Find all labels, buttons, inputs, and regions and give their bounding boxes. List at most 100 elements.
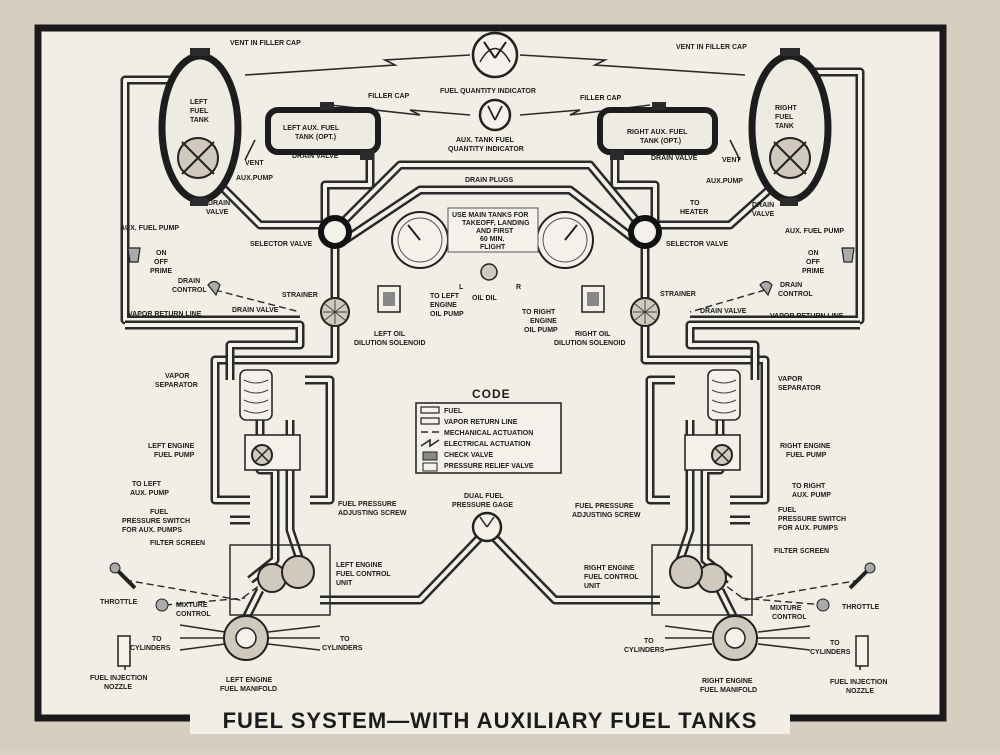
label-left-oil-sol-1: LEFT OIL (374, 331, 406, 338)
label-left-aux-1: LEFT AUX. FUEL (283, 125, 340, 132)
label-lefcu-2: FUEL CONTROL (336, 571, 391, 578)
legend-symbols (420, 406, 440, 472)
right-throttle-lever[interactable] (848, 562, 876, 590)
label-to-right-oil-2: ENGINE (530, 318, 557, 325)
left-throttle-lever[interactable] (109, 562, 137, 590)
label-vent-filler-left: VENT IN FILLER CAP (230, 40, 301, 47)
label-throttle-right: THROTTLE (842, 604, 880, 611)
label-fps-left-2: PRESSURE SWITCH (122, 518, 190, 525)
label-vapor-sep-right-2: SEPARATOR (778, 385, 821, 392)
label-left-tank-3: TANK (190, 117, 209, 124)
label-aux-qty-1: AUX. TANK FUEL (456, 137, 515, 144)
label-placard-3: AND FIRST (476, 228, 514, 235)
label-to-heater-2: HEATER (680, 209, 708, 216)
left-fuel-manifold (223, 615, 269, 661)
code-legend: CODE FUEL VAPOR RETURN LINE MECHANICAL A… (415, 387, 562, 474)
right-fuel-control-unit (651, 544, 753, 616)
right-drain-control-knob[interactable] (759, 280, 773, 297)
page-title: FUEL SYSTEM—WITH AUXILIARY FUEL TANKS (223, 708, 758, 733)
legend-item-mechanical: MECHANICAL ACTUATION (444, 430, 533, 437)
left-drain-control-knob[interactable] (207, 280, 221, 297)
label-oil-r: R (516, 284, 521, 291)
label-to-cyl-l1a: TO (152, 636, 162, 643)
label-mixture-right-1: MIXTURE (770, 605, 802, 612)
diagram-title: FUEL SYSTEM—WITH AUXILIARY FUEL TANKS (190, 706, 790, 734)
legend-item-vapor-return: VAPOR RETURN LINE (444, 419, 518, 426)
right-selector-valve[interactable] (628, 215, 662, 249)
label-fpa-right-1: FUEL PRESSURE (575, 503, 634, 510)
label-fps-left-1: FUEL (150, 509, 169, 516)
label-fuel-qty: FUEL QUANTITY INDICATOR (440, 88, 536, 95)
label-filter-right: FILTER SCREEN (774, 548, 829, 555)
label-selector-right: SELECTOR VALVE (666, 241, 729, 248)
label-to-right-aux-1: TO RIGHT (792, 483, 826, 490)
label-left-tank-1: LEFT (190, 99, 208, 106)
left-fuel-gauge (391, 211, 449, 269)
label-drain-control-left-1: DRAIN (178, 278, 200, 285)
label-to-right-oil-3: OIL PUMP (524, 327, 558, 334)
left-selector-valve[interactable] (318, 215, 352, 249)
label-fps-left-3: FOR AUX. PUMPS (122, 527, 182, 534)
label-placard-1: USE MAIN TANKS FOR (452, 212, 528, 219)
right-aux-pump-switch[interactable] (841, 247, 855, 263)
label-manifold-right-1: RIGHT ENGINE (702, 678, 753, 685)
label-drain-control-right-2: CONTROL (778, 291, 813, 298)
label-manifold-right-2: FUEL MANIFOLD (700, 687, 757, 694)
left-main-tank (158, 48, 242, 206)
left-fuel-control-unit (229, 544, 331, 616)
label-left-tank-2: FUEL (190, 108, 209, 115)
label-to-heater-1: TO (690, 200, 700, 207)
aux-tank-fuel-quantity-indicator (478, 98, 512, 132)
label-aux-fuel-pump-right: AUX. FUEL PUMP (785, 228, 844, 235)
right-fuel-injection-nozzle (855, 635, 869, 667)
label-manifold-left-1: LEFT ENGINE (226, 677, 273, 684)
left-aux-pump-switch[interactable] (127, 247, 141, 263)
right-aux-tank (597, 102, 718, 160)
label-vapor-sep-left-2: SEPARATOR (155, 382, 198, 389)
label-to-left-oil-3: OIL PUMP (430, 311, 464, 318)
label-mixture-left-1: MIXTURE (176, 602, 208, 609)
label-nozzle-left-2: NOZZLE (104, 684, 132, 691)
label-drain-tank-right-2: VALVE (752, 211, 775, 218)
label-vapor-return-left: VAPOR RETURN LINE (128, 311, 202, 318)
label-fps-right-1: FUEL (778, 507, 797, 514)
label-strainer-right: STRAINER (660, 291, 696, 298)
label-refcu-2: FUEL CONTROL (584, 574, 639, 581)
label-mixture-left-2: CONTROL (176, 611, 211, 618)
label-fpa-left-2: ADJUSTING SCREW (338, 510, 407, 517)
label-right-aux-1: RIGHT AUX. FUEL (627, 129, 688, 136)
label-manifold-left-2: FUEL MANIFOLD (220, 686, 277, 693)
right-oil-dilution-solenoid (581, 285, 605, 313)
label-right-aux-2: TANK (OPT.) (640, 138, 681, 145)
label-right-oil-sol-2: DILUTION SOLENOID (554, 340, 626, 347)
label-nozzle-right-2: NOZZLE (846, 688, 874, 695)
label-throttle-left: THROTTLE (100, 599, 138, 606)
label-aux-pump-left: AUX.PUMP (236, 175, 273, 182)
label-to-cyl-r2a: TO (830, 640, 840, 647)
legend-item-electrical: ELECTRICAL ACTUATION (444, 441, 531, 448)
label-fps-right-2: PRESSURE SWITCH (778, 516, 846, 523)
left-oil-dilution-solenoid (377, 285, 401, 313)
left-vapor-separator (239, 369, 273, 421)
label-fpa-left-1: FUEL PRESSURE (338, 501, 397, 508)
legend-item-check-valve: CHECK VALVE (444, 452, 493, 459)
label-drain-control-left-2: CONTROL (172, 287, 207, 294)
label-left-aux-2: TANK (OPT.) (295, 134, 336, 141)
label-left-eng-pump-1: LEFT ENGINE (148, 443, 195, 450)
label-drain-tank-left-2: VALVE (206, 209, 229, 216)
label-to-left-oil-2: ENGINE (430, 302, 457, 309)
right-vapor-separator (707, 369, 741, 421)
oil-dil-switch[interactable] (480, 263, 498, 281)
left-mixture-lever[interactable] (155, 598, 169, 612)
label-to-cyl-l1b: CYLINDERS (130, 645, 171, 652)
legend-item-relief-valve: PRESSURE RELIEF VALVE (444, 463, 534, 470)
left-aux-tank (265, 102, 381, 160)
right-mixture-lever[interactable] (816, 598, 830, 612)
label-vapor-return-right: VAPOR RETURN LINE (770, 313, 844, 320)
label-filler-cap-left: FILLER CAP (368, 93, 410, 100)
label-fps-right-3: FOR AUX. PUMPS (778, 525, 838, 532)
label-on-left: ON (156, 250, 167, 257)
label-selector-left: SELECTOR VALVE (250, 241, 313, 248)
